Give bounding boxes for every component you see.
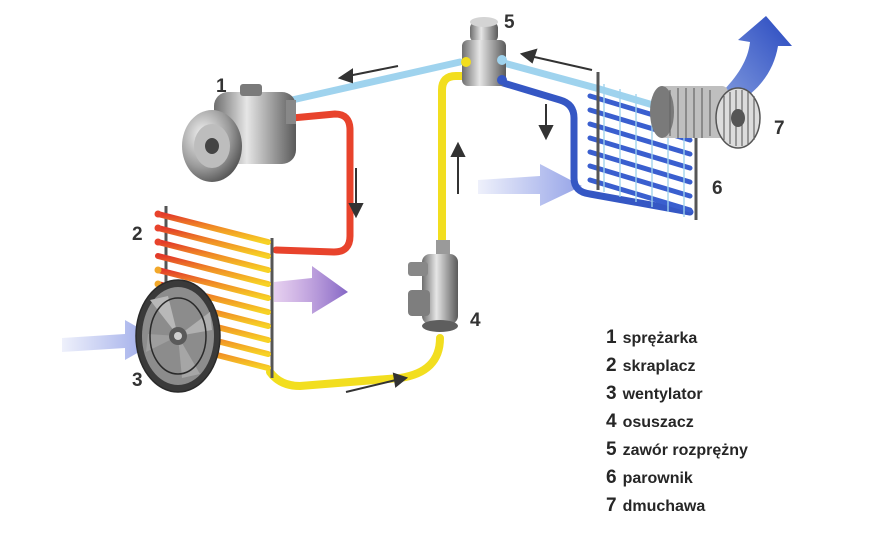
legend: 1 sprężarka 2 skraplacz 3 wentylator 4 osusz… (606, 324, 748, 520)
legend-item: 2 skraplacz (606, 352, 748, 380)
suction-line (288, 58, 464, 104)
legend-number: 7 (606, 495, 617, 516)
legend-number: 2 (606, 355, 617, 376)
flow-arrow-liquid-up (450, 141, 466, 194)
blower (650, 86, 761, 149)
legend-text: parownik (622, 470, 693, 487)
label-dryer: 4 (470, 310, 481, 331)
legend-number: 3 (606, 383, 617, 404)
legend-number: 6 (606, 467, 617, 488)
flow-arrow-liquid-right (345, 372, 409, 393)
legend-item: 1 sprężarka (606, 324, 748, 352)
label-evaporator: 6 (712, 178, 723, 199)
legend-number: 4 (606, 411, 617, 432)
fan (135, 279, 221, 393)
outgoing-air-arrow (720, 16, 792, 104)
incoming-air-arrow-evaporator (478, 164, 582, 206)
label-compressor: 1 (216, 76, 227, 97)
liquid-line-condenser-dryer (266, 334, 444, 390)
label-expansion-valve: 5 (504, 12, 515, 33)
label-blower: 7 (774, 118, 785, 139)
flow-arrow-evaporator-down (538, 104, 554, 141)
legend-text: skraplacz (622, 358, 696, 375)
legend-text: dmuchawa (622, 498, 706, 515)
legend-item: 3 wentylator (606, 380, 748, 408)
legend-item: 7 dmuchawa (606, 492, 748, 520)
flow-arrow-discharge (348, 168, 364, 219)
legend-item: 5 zawór rozprężny (606, 436, 748, 464)
compressor (182, 84, 296, 182)
legend-number: 5 (606, 439, 617, 460)
liquid-line-dryer-valve (438, 72, 470, 256)
legend-item: 4 osuszacz (606, 408, 748, 436)
label-fan: 3 (132, 370, 143, 391)
flow-arrow-suction (337, 65, 399, 84)
legend-text: zawór rozprężny (622, 442, 748, 459)
legend-number: 1 (606, 327, 617, 348)
hot-air-arrow-condenser (274, 266, 348, 314)
evaporator-inlet-line (496, 78, 694, 216)
legend-text: sprężarka (622, 330, 698, 347)
dryer (408, 240, 458, 332)
label-condenser: 2 (132, 224, 143, 245)
legend-text: wentylator (622, 386, 703, 403)
discharge-line (272, 110, 354, 256)
expansion-valve (461, 17, 507, 86)
evaporator (587, 72, 698, 220)
legend-text: osuszacz (622, 414, 694, 431)
flow-arrow-return (519, 48, 593, 71)
legend-item: 6 parownik (606, 464, 748, 492)
